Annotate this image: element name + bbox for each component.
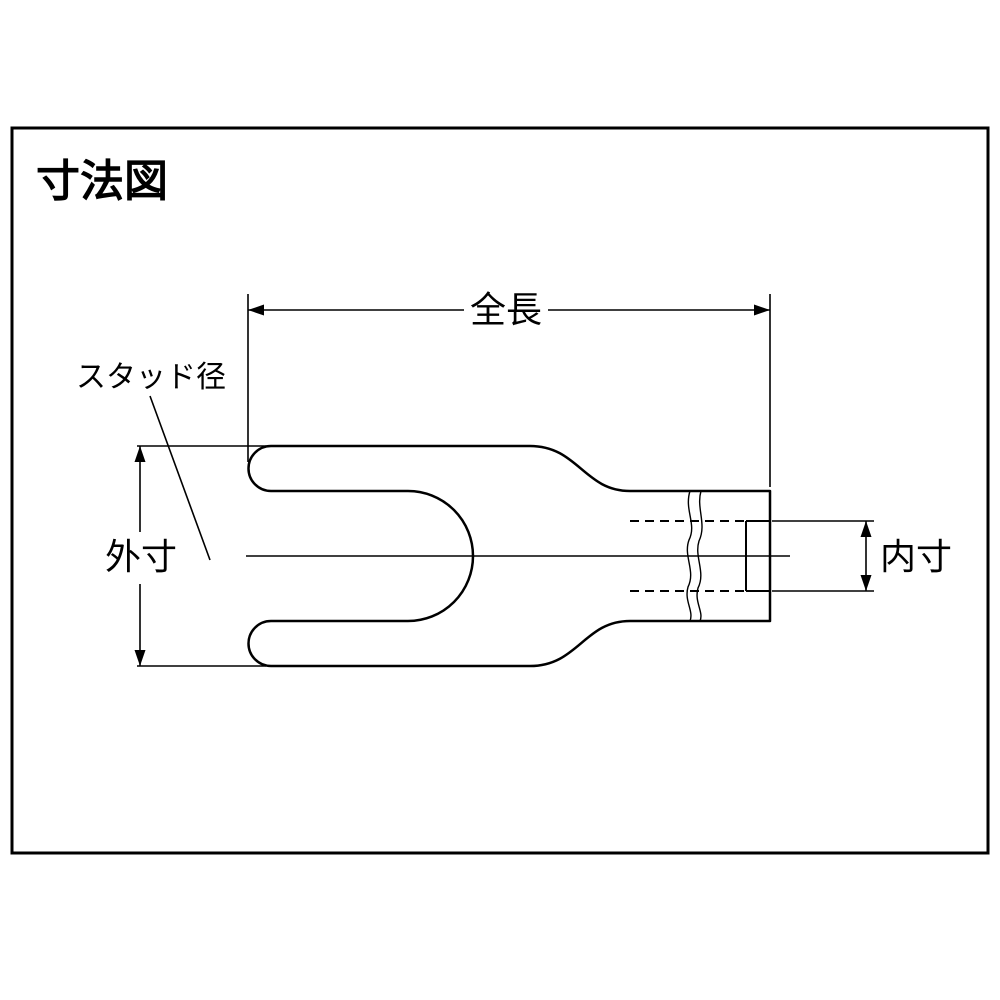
arrowhead-bottom — [134, 650, 146, 666]
diagram-border — [10, 126, 990, 855]
inner-width-label: 内寸 — [880, 536, 952, 577]
overall-length-dimension: 全長 — [247, 289, 771, 487]
inner-width-dimension: 内寸 — [772, 520, 952, 592]
terminal-outline — [247, 444, 772, 668]
terminal-drawing — [246, 444, 790, 668]
stud-diameter-label: スタッド径 — [76, 361, 226, 394]
arrowhead-right — [754, 304, 770, 316]
arrowhead-top — [134, 446, 146, 462]
outer-width-label: 外寸 — [105, 536, 177, 577]
crimp-break-line-left — [686, 490, 693, 622]
arrowhead-bottom — [860, 575, 872, 591]
stud-diameter-leader-line — [149, 395, 211, 561]
crimp-break-line-right — [696, 490, 703, 622]
arrowhead-top — [860, 521, 872, 537]
diagram-title: 寸法図 — [36, 157, 168, 206]
arrowhead-left — [248, 304, 264, 316]
stud-diameter-callout: スタッド径 — [76, 361, 226, 561]
outer-width-dimension: 外寸 — [105, 445, 266, 667]
overall-length-label: 全長 — [470, 289, 542, 330]
